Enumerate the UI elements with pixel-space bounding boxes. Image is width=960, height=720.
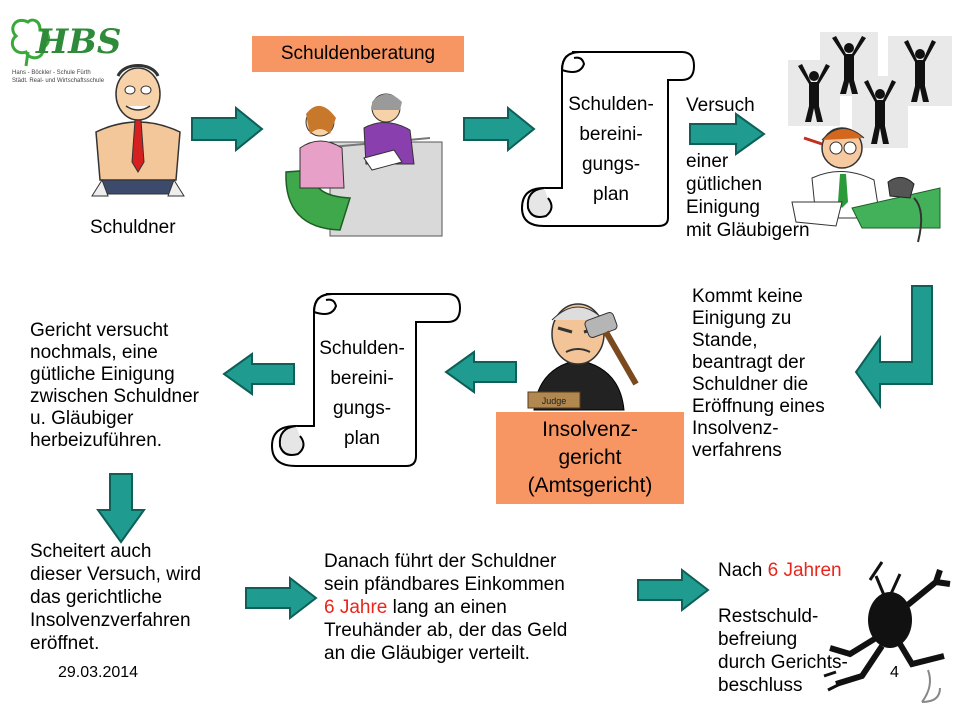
arrow-down-icon [96, 473, 146, 544]
arrow-right-icon [463, 105, 536, 153]
footer-date: 29.03.2014 [58, 664, 139, 681]
nach-text: Nach 6 Jahren Restschuld- befreiung durc… [718, 536, 848, 720]
debtor-illustration [91, 64, 185, 197]
danach-line-1: Danach führt der Schuldner [324, 551, 557, 572]
gericht-versucht-text: Gericht versucht nochmals, eine gütliche… [30, 320, 199, 451]
danach-line-3: 6 Jahre lang an einen [324, 596, 567, 619]
plan-label-middle: Schulden- bereini- gungs- plan [319, 338, 405, 449]
arrow-down-left-icon [854, 285, 933, 410]
plan-label-top: Schulden- bereini- gungs- plan [568, 94, 654, 205]
kommt-keine-einigung-text: Kommt keine Einigung zu Stande, beantrag… [692, 286, 825, 461]
jumping-figure-illustration [823, 561, 951, 703]
logo-letters: HBS [36, 22, 122, 62]
counseling-illustration [285, 93, 443, 237]
arrow-left-icon [222, 352, 295, 396]
clover-icon [10, 18, 50, 67]
nach-prefix: Nach [718, 560, 768, 581]
schuldenberatung-label: Schuldenberatung [280, 43, 436, 64]
arrow-left-icon [444, 350, 517, 394]
scroll-icon [270, 293, 462, 467]
arrow-right-icon [637, 567, 710, 613]
arrow-right-icon [245, 575, 318, 621]
arrow-right-icon [191, 105, 264, 153]
logo-caption-1: Hans - Böckler - Schule Fürth [12, 70, 91, 76]
nach-rest: Restschuld- befreiung durch Gerichts- be… [718, 606, 848, 696]
danach-line-3-rest: lang an einen [387, 597, 507, 618]
judge-plate-label: Judge [542, 396, 567, 406]
einigung-text: einer gütlichen Einigung mit Gläubigern [686, 151, 810, 241]
nach-years: 6 Jahren [767, 560, 842, 581]
schuldner-label: Schuldner [90, 217, 176, 238]
logo-caption-2: Städt. Real- und Wirtschaftsschule [12, 78, 105, 84]
scroll-icon [520, 51, 696, 227]
scheitert-text: Scheitert auch dieser Versuch, wird das … [30, 541, 202, 654]
insolvenzgericht-box [496, 412, 684, 504]
clerk-illustration [791, 127, 941, 243]
insolvenzgericht-label: Insolvenz- gericht (Amtsgericht) [527, 418, 653, 497]
versuch-label: Versuch [686, 95, 755, 116]
schuldenberatung-box: Schuldenberatung [252, 36, 464, 72]
nach-first-line: Nach 6 Jahren [718, 559, 848, 582]
danach-line-4: Treuhänder ab, der das Geld [324, 620, 568, 641]
danach-line-2: sein pfändbares Einkommen [324, 574, 565, 595]
danach-line-5: an die Gläubiger verteilt. [324, 643, 530, 664]
judge-illustration: Judge [527, 303, 639, 411]
school-logo: HBS Hans - Böckler - Schule Fürth Städt.… [6, 14, 121, 94]
danach-text: Danach führt der Schuldner sein pfändbar… [324, 550, 567, 665]
arrow-right-icon [689, 112, 766, 156]
footer-page-number: 4 [890, 664, 899, 681]
danach-years: 6 Jahre [324, 597, 388, 618]
